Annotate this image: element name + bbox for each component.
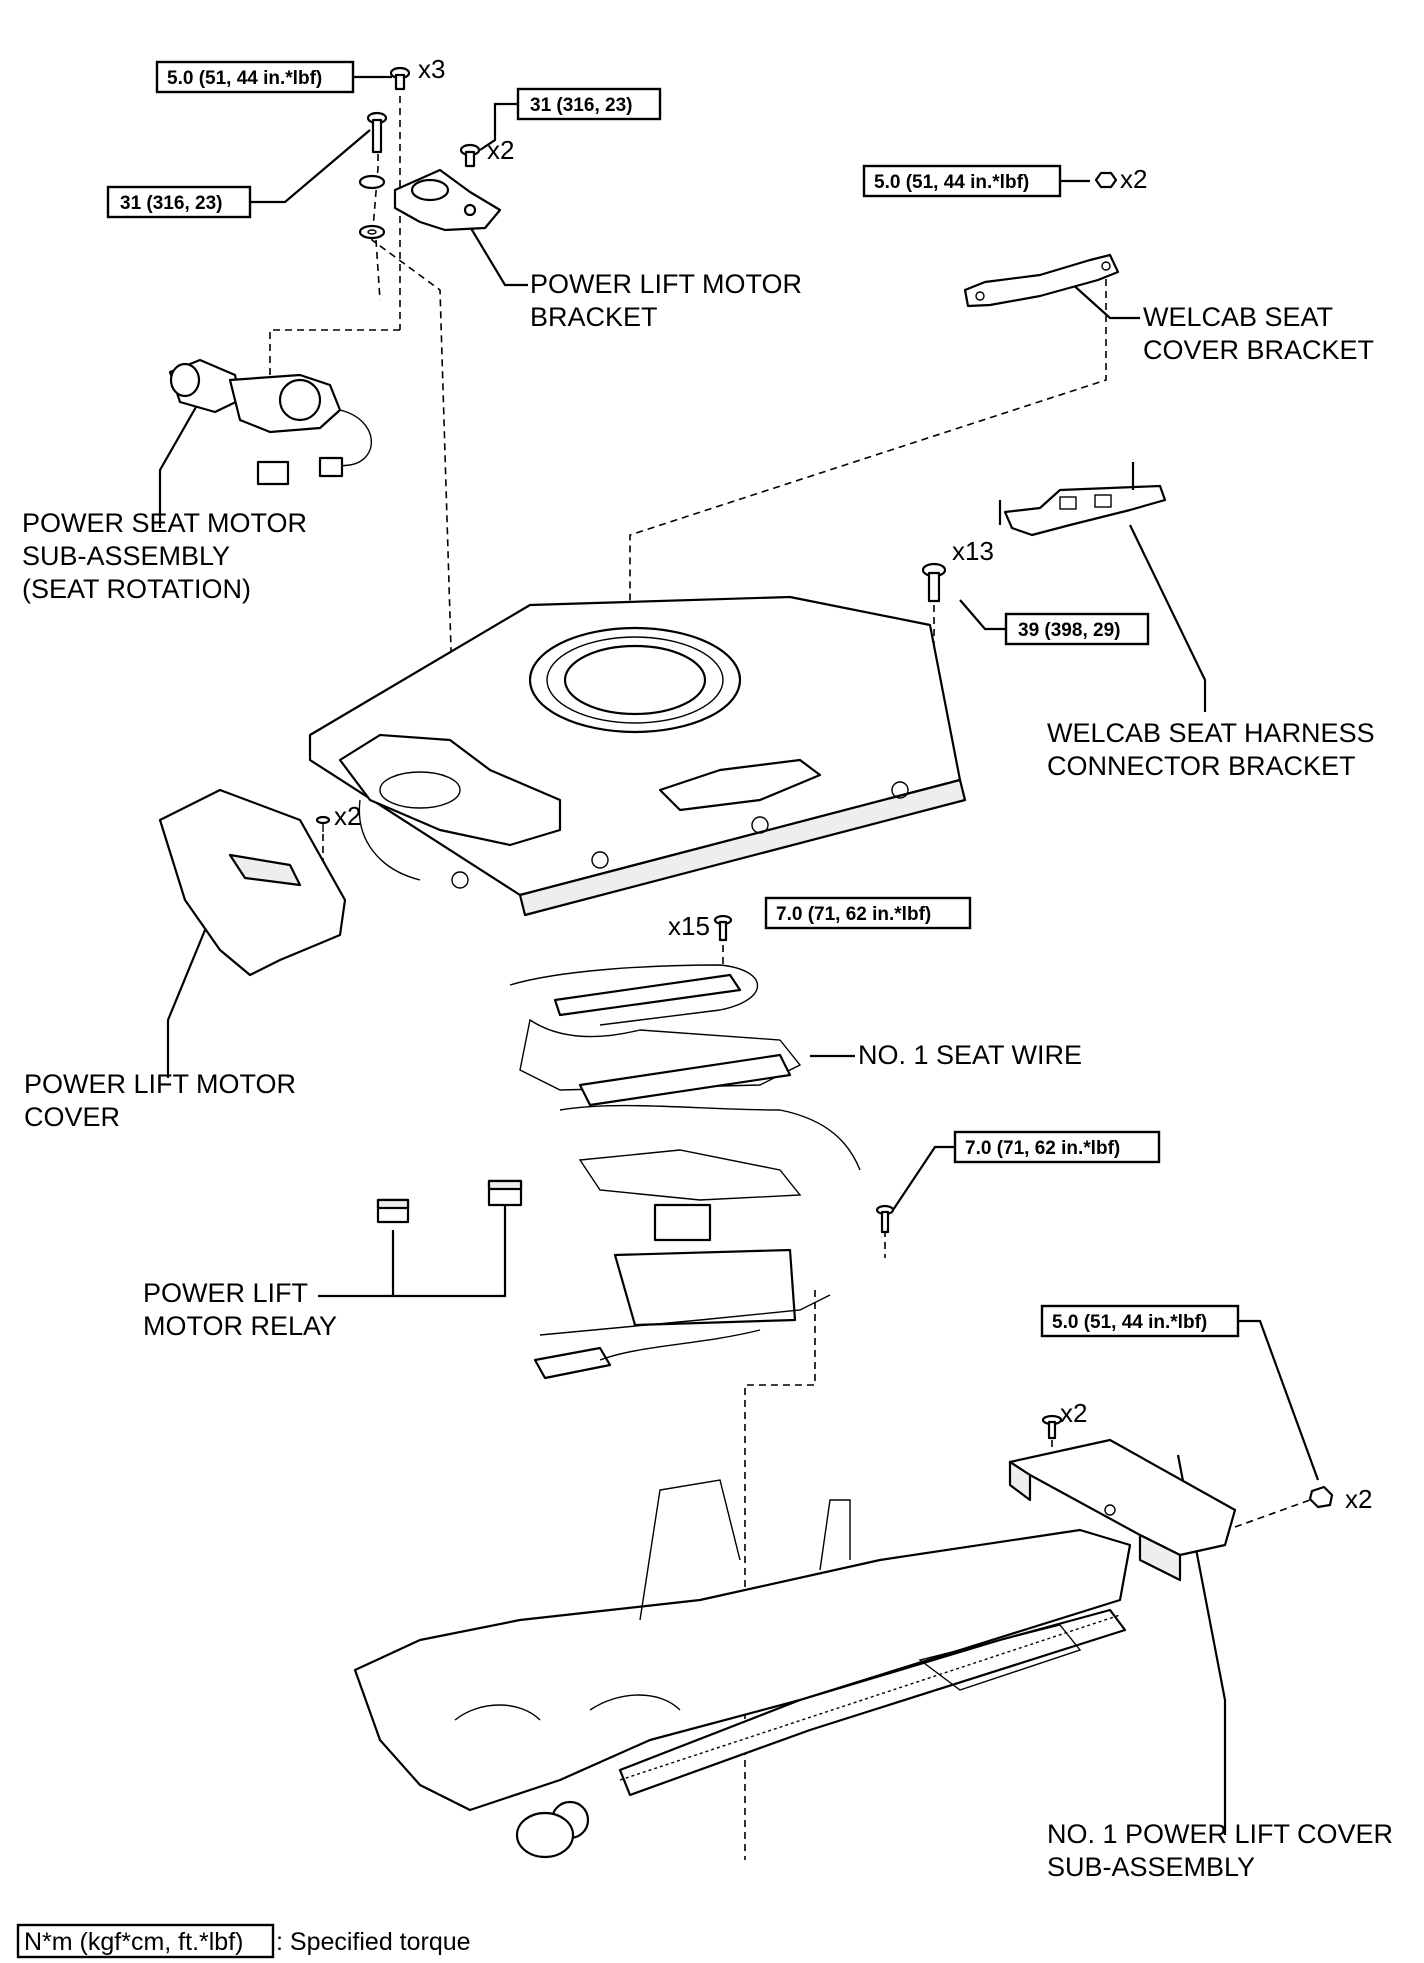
bolt-icon: [1308, 1485, 1334, 1509]
washer-icon: [358, 224, 386, 240]
svg-text:NO. 1 POWER LIFT COVER: NO. 1 POWER LIFT COVER: [1047, 1819, 1393, 1849]
label-no1-seat-wire: NO. 1 SEAT WIRE: [858, 1040, 1082, 1070]
quantity-label: x2: [487, 135, 514, 165]
screw-icon: [1041, 1414, 1063, 1440]
svg-text:POWER LIFT MOTOR: POWER LIFT MOTOR: [530, 269, 802, 299]
bolt-icon: [459, 143, 481, 168]
quantity-label: x2: [1345, 1484, 1372, 1514]
torque-value: 5.0 (51, 44 in.*lbf): [167, 68, 322, 89]
relay-icon: [376, 1198, 410, 1224]
bolt-icon: [366, 111, 388, 154]
torque-box-1: 5.0 (51, 44 in.*lbf): [155, 60, 355, 94]
svg-text:SUB-ASSEMBLY: SUB-ASSEMBLY: [1047, 1852, 1255, 1882]
quantity-label: x2: [1120, 164, 1147, 194]
svg-text:BRACKET: BRACKET: [530, 302, 658, 332]
nut-icon: [1094, 171, 1118, 189]
torque-value: 31 (316, 23): [530, 95, 632, 116]
power-lift-motor-cover: [158, 788, 347, 977]
torque-box-6: 7.0 (71, 62 in.*lbf): [764, 896, 972, 930]
quantity-label: x15: [668, 911, 710, 941]
svg-text:COVER: COVER: [24, 1102, 120, 1132]
screw-icon: [713, 914, 733, 942]
label-no1-power-lift-cover: NO. 1 POWER LIFT COVER SUB-ASSEMBLY: [1047, 1819, 1393, 1882]
fastener-bolts: [315, 66, 1334, 1509]
seat-lift-rail-assembly: [353, 1479, 1132, 1859]
torque-value: 5.0 (51, 44 in.*lbf): [1052, 1312, 1207, 1333]
label-welcab-seat-cover-bracket: WELCAB SEAT COVER BRACKET: [1143, 302, 1374, 365]
svg-text:POWER LIFT: POWER LIFT: [143, 1278, 308, 1308]
power-lift-motor-relays: [376, 1179, 523, 1224]
torque-value: 5.0 (51, 44 in.*lbf): [874, 172, 1029, 193]
relay-icon: [487, 1179, 523, 1207]
torque-value: 7.0 (71, 62 in.*lbf): [776, 904, 931, 925]
svg-text:SUB-ASSEMBLY: SUB-ASSEMBLY: [22, 541, 230, 571]
quantity-label: x2: [1060, 1398, 1087, 1428]
torque-box-8: 5.0 (51, 44 in.*lbf): [1040, 1304, 1240, 1338]
legend-unit-box: N*m (kgf*cm, ft.*lbf): [24, 1928, 243, 1956]
svg-text:MOTOR RELAY: MOTOR RELAY: [143, 1311, 337, 1341]
torque-value: 39 (398, 29): [1018, 620, 1120, 641]
label-power-seat-motor: POWER SEAT MOTOR SUB-ASSEMBLY (SEAT ROTA…: [22, 508, 307, 604]
power-lift-motor-bracket: [393, 168, 502, 232]
svg-text:POWER SEAT MOTOR: POWER SEAT MOTOR: [22, 508, 307, 538]
torque-value: 7.0 (71, 62 in.*lbf): [965, 1138, 1120, 1159]
welcab-seat-cover-bracket: [963, 253, 1120, 308]
torque-box-5: 39 (398, 29): [1004, 612, 1150, 646]
torque-value: 31 (316, 23): [120, 193, 222, 214]
legend-description: : Specified torque: [276, 1928, 471, 1956]
washer-icon: [358, 174, 386, 190]
svg-text:COVER BRACKET: COVER BRACKET: [1143, 335, 1374, 365]
svg-text:WELCAB SEAT HARNESS: WELCAB SEAT HARNESS: [1047, 718, 1375, 748]
screw-icon: [315, 815, 331, 832]
torque-box-2: 31 (316, 23): [516, 87, 662, 121]
quantity-label: x2: [334, 801, 361, 831]
torque-box-4: 5.0 (51, 44 in.*lbf): [862, 164, 1062, 198]
bolt-icon: [389, 66, 411, 91]
label-welcab-harness-bracket: WELCAB SEAT HARNESS CONNECTOR BRACKET: [1047, 718, 1375, 781]
label-power-lift-motor-cover: POWER LIFT MOTOR COVER: [24, 1069, 296, 1132]
torque-box-7: 7.0 (71, 62 in.*lbf): [953, 1130, 1161, 1164]
no1-seat-wire: [509, 964, 861, 1380]
svg-text:NO. 1 SEAT WIRE: NO. 1 SEAT WIRE: [858, 1040, 1082, 1070]
svg-text:POWER LIFT MOTOR: POWER LIFT MOTOR: [24, 1069, 296, 1099]
label-power-lift-motor-relay: POWER LIFT MOTOR RELAY: [143, 1278, 337, 1341]
bolt-icon: [875, 1204, 895, 1234]
seat-rotation-base-frame: [308, 595, 967, 917]
quantity-label: x3: [418, 54, 445, 84]
svg-text:WELCAB SEAT: WELCAB SEAT: [1143, 302, 1333, 332]
torque-legend: N*m (kgf*cm, ft.*lbf) : Specified torque: [16, 1923, 471, 1959]
torque-box-3: 31 (316, 23): [106, 185, 252, 219]
label-power-lift-motor-bracket: POWER LIFT MOTOR BRACKET: [530, 269, 802, 332]
no1-power-lift-cover: [1008, 1438, 1237, 1582]
svg-text:CONNECTOR BRACKET: CONNECTOR BRACKET: [1047, 751, 1356, 781]
welcab-harness-connector-bracket: [998, 462, 1167, 537]
power-seat-motor-assembly: [168, 358, 373, 486]
svg-text:(SEAT ROTATION): (SEAT ROTATION): [22, 574, 251, 604]
bolt-icon: [921, 562, 947, 603]
quantity-label: x13: [952, 536, 994, 566]
